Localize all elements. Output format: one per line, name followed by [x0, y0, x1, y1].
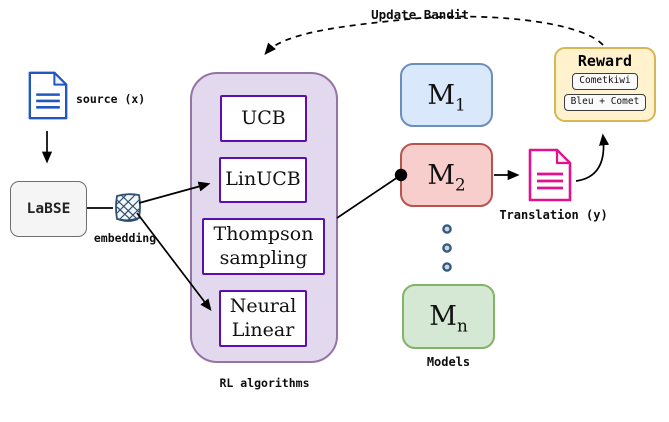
metric-bleu-comet: Bleu + Comet [563, 93, 647, 111]
ucb-label: UCB [241, 106, 286, 129]
algorithm-ucb: UCB [220, 95, 307, 142]
arrow-translation-to-reward [575, 133, 610, 182]
dashed-arrow-update-bandit [264, 15, 604, 55]
embedding-mesh-icon [113, 192, 143, 224]
line-rlbox-to-m2 [336, 176, 399, 219]
reward-title: Reward [577, 52, 633, 70]
translation-label: Translation (y) [499, 208, 608, 222]
model-m2: M2 [400, 143, 493, 207]
algorithm-neural-linear: Neural Linear [219, 290, 307, 347]
thompson-label: Thompson sampling [213, 222, 314, 269]
models-label: Models [426, 355, 471, 369]
metric-cometkiwi: Cometkiwi [572, 73, 638, 90]
m2-label: M2 [427, 159, 466, 194]
source-label: source (x) [76, 92, 146, 106]
mn-label: Mn [429, 301, 468, 336]
algorithm-linucb: LinUCB [219, 157, 307, 203]
embedding-label: embedding [93, 231, 157, 245]
update-bandit-label: Update Bandit [371, 7, 469, 22]
labse-node: LaBSE [10, 181, 87, 237]
model-mn: Mn [402, 284, 495, 349]
rl-algorithms-label: RL algorithms [219, 376, 310, 390]
algorithm-thompson-sampling: Thompson sampling [202, 218, 325, 275]
source-document-icon [28, 69, 68, 122]
neural-linear-label: Neural Linear [229, 294, 297, 341]
reward-node: Reward Cometkiwi Bleu + Comet [554, 47, 656, 122]
m1-label: M1 [427, 79, 466, 114]
translation-document-icon [528, 148, 572, 202]
model-m1: M1 [400, 63, 493, 127]
linucb-label: LinUCB [225, 168, 301, 191]
models-ellipsis-dots [442, 224, 452, 272]
labse-label: LaBSE [26, 201, 71, 217]
